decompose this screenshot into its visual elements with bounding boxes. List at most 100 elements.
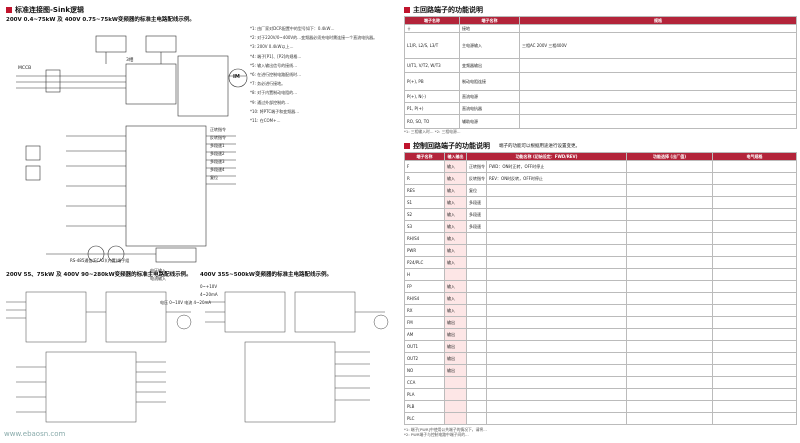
cell	[519, 72, 797, 91]
cell	[519, 58, 797, 73]
cell: 复位	[466, 184, 487, 197]
th: 规格	[519, 16, 797, 25]
note: *8: 对于内置制动电阻的…	[250, 90, 298, 96]
cell: 正转指令	[466, 160, 487, 173]
cell: S2	[404, 208, 445, 221]
cell: L1/R, L2/S, L3/T	[404, 32, 460, 59]
cell	[626, 160, 714, 173]
cell	[466, 400, 487, 413]
cell: 输入	[444, 256, 467, 269]
cell	[626, 304, 714, 317]
di-label: 正转指令	[210, 127, 226, 132]
th: 端子名称	[404, 152, 445, 161]
cell: 输入	[444, 292, 467, 305]
cell	[626, 220, 714, 233]
cell: F	[404, 160, 445, 173]
cell	[519, 24, 797, 33]
cell	[485, 208, 628, 221]
cell	[712, 280, 798, 293]
cell: RES	[404, 184, 445, 197]
cell: FP	[404, 280, 445, 293]
cell	[626, 256, 714, 269]
cell	[485, 292, 628, 305]
cell: 输出	[444, 328, 467, 341]
table-row: PLC	[404, 412, 798, 425]
cell	[485, 340, 628, 353]
cell: P(+), PB	[404, 72, 460, 91]
note: *7: 务必进行接地。	[250, 81, 286, 87]
cell	[466, 268, 487, 281]
cell	[712, 196, 798, 209]
di-label: 多段速3	[210, 159, 225, 164]
voltage-range-label: 0~+10V	[200, 284, 218, 289]
cell: 输出	[444, 364, 467, 377]
di-label: 复位	[210, 175, 218, 180]
cell	[466, 316, 487, 329]
analog-range-label: 电压 0~10V 电流 4~20mA	[160, 300, 212, 305]
cell: CCA	[404, 376, 445, 389]
cell	[444, 268, 467, 281]
cell: FM	[404, 316, 445, 329]
note: *11: 在COM+…	[250, 117, 281, 123]
analog-voltage-input-label: 电压输入	[150, 268, 166, 273]
cell	[466, 256, 487, 269]
table-row: H	[404, 268, 798, 281]
sub1: 200V 0.4~75kW 及 400V 0.75~75kW变频器的标准主电路配…	[6, 17, 195, 23]
title-square-icon	[404, 143, 410, 150]
cell	[626, 172, 714, 185]
rs485-caption: RS-485通信(ECA2)(内置)端子组	[70, 258, 130, 263]
cell	[712, 184, 798, 197]
cell	[466, 292, 487, 305]
wiring-diagram-2	[6, 291, 192, 423]
cell: 制动电阻连接	[459, 72, 520, 91]
cell	[466, 364, 487, 377]
di-label: 反转指令	[210, 135, 226, 140]
cell	[626, 196, 714, 209]
di-labels: 正转指令 反转指令 多段速1 多段速2 多段速3 多段速4 复位	[210, 126, 226, 182]
cell: 变频器输出	[459, 58, 520, 73]
cell	[712, 388, 798, 401]
cell	[485, 316, 628, 329]
cell: 输入	[444, 184, 467, 197]
cell: P(+), N(-)	[404, 90, 460, 103]
cell	[626, 376, 714, 389]
cell	[626, 412, 714, 425]
th: 功能名称 (初始设定：FWD/REV)	[465, 152, 628, 161]
cell	[485, 352, 628, 365]
cell: RX	[404, 304, 445, 317]
left-notes: *1: 由厂家对DCR配置中的型号如下：0.4kW… *2: 对于220V/0~…	[250, 26, 395, 127]
cell: 多段速	[466, 208, 487, 221]
cell	[519, 114, 797, 129]
cell	[712, 256, 798, 269]
note: *5: 输入输出信号的接线…	[250, 62, 298, 68]
cell	[712, 172, 798, 185]
cell	[712, 160, 798, 173]
current-range-label: 4~20mA	[200, 292, 218, 297]
th: 端子名称	[459, 16, 520, 25]
cell	[712, 328, 798, 341]
th: 功能选择 (出厂值)	[626, 152, 714, 161]
cell	[712, 340, 798, 353]
cell	[626, 292, 714, 305]
cell: 输入	[444, 232, 467, 245]
cell	[444, 400, 467, 413]
cell	[485, 364, 628, 377]
cell	[712, 400, 798, 413]
cell: 输出	[444, 340, 467, 353]
cell	[466, 328, 487, 341]
mccb-label: MCCB	[18, 66, 32, 71]
note: *4: 端子[P1]、[P2]的规格…	[250, 53, 302, 59]
note: *6: 在进行控制电路配线时…	[250, 71, 302, 77]
table-row: CCA	[404, 376, 798, 389]
cell	[444, 376, 467, 389]
